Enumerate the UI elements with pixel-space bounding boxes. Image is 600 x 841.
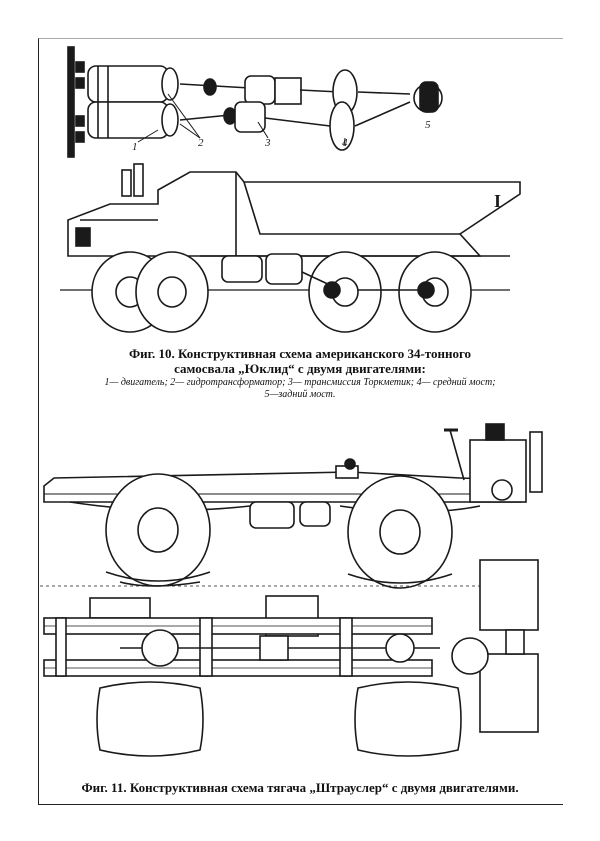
converters-schematic <box>179 75 302 133</box>
dump-body-mark: I <box>494 191 501 211</box>
callout-3: 3 <box>264 137 271 149</box>
tractor-plan-view <box>43 559 539 757</box>
dump-truck-side-view: I <box>60 163 521 333</box>
callout-2: 2 <box>198 137 204 149</box>
frame-bar <box>67 46 75 158</box>
figure-10-drawing: 1 2 3 4 5 I <box>40 42 560 342</box>
figure-10-caption-line-1: Фиг. 10. Конструктивная схема американск… <box>128 346 472 361</box>
figure-11-drawing <box>40 420 560 780</box>
callout-1: 1 <box>132 141 138 153</box>
figure-10-caption: Фиг. 10. Конструктивная схема американск… <box>40 346 560 376</box>
figure-11-caption: Фиг. 11. Конструктивная схема тягача „Шт… <box>81 780 519 795</box>
page-frame <box>38 38 563 805</box>
figure-10-legend: 1— двигатель; 2— гидротрансформатор; 3— … <box>40 377 560 401</box>
figure-10-legend-line-1: 1— двигатель; 2— гидротрансформатор; 3— … <box>104 377 496 388</box>
engines-schematic <box>75 61 179 143</box>
tractor-side-view <box>40 423 543 589</box>
callout-5: 5 <box>425 119 431 131</box>
axles-schematic <box>264 69 443 151</box>
callout-4: 4 <box>342 137 348 149</box>
figure-10-legend-line-2: 5—задний мост. <box>264 389 336 400</box>
figure-10-caption-line-2: самосвала „Юклид“ с двумя двигателями: <box>174 361 426 376</box>
